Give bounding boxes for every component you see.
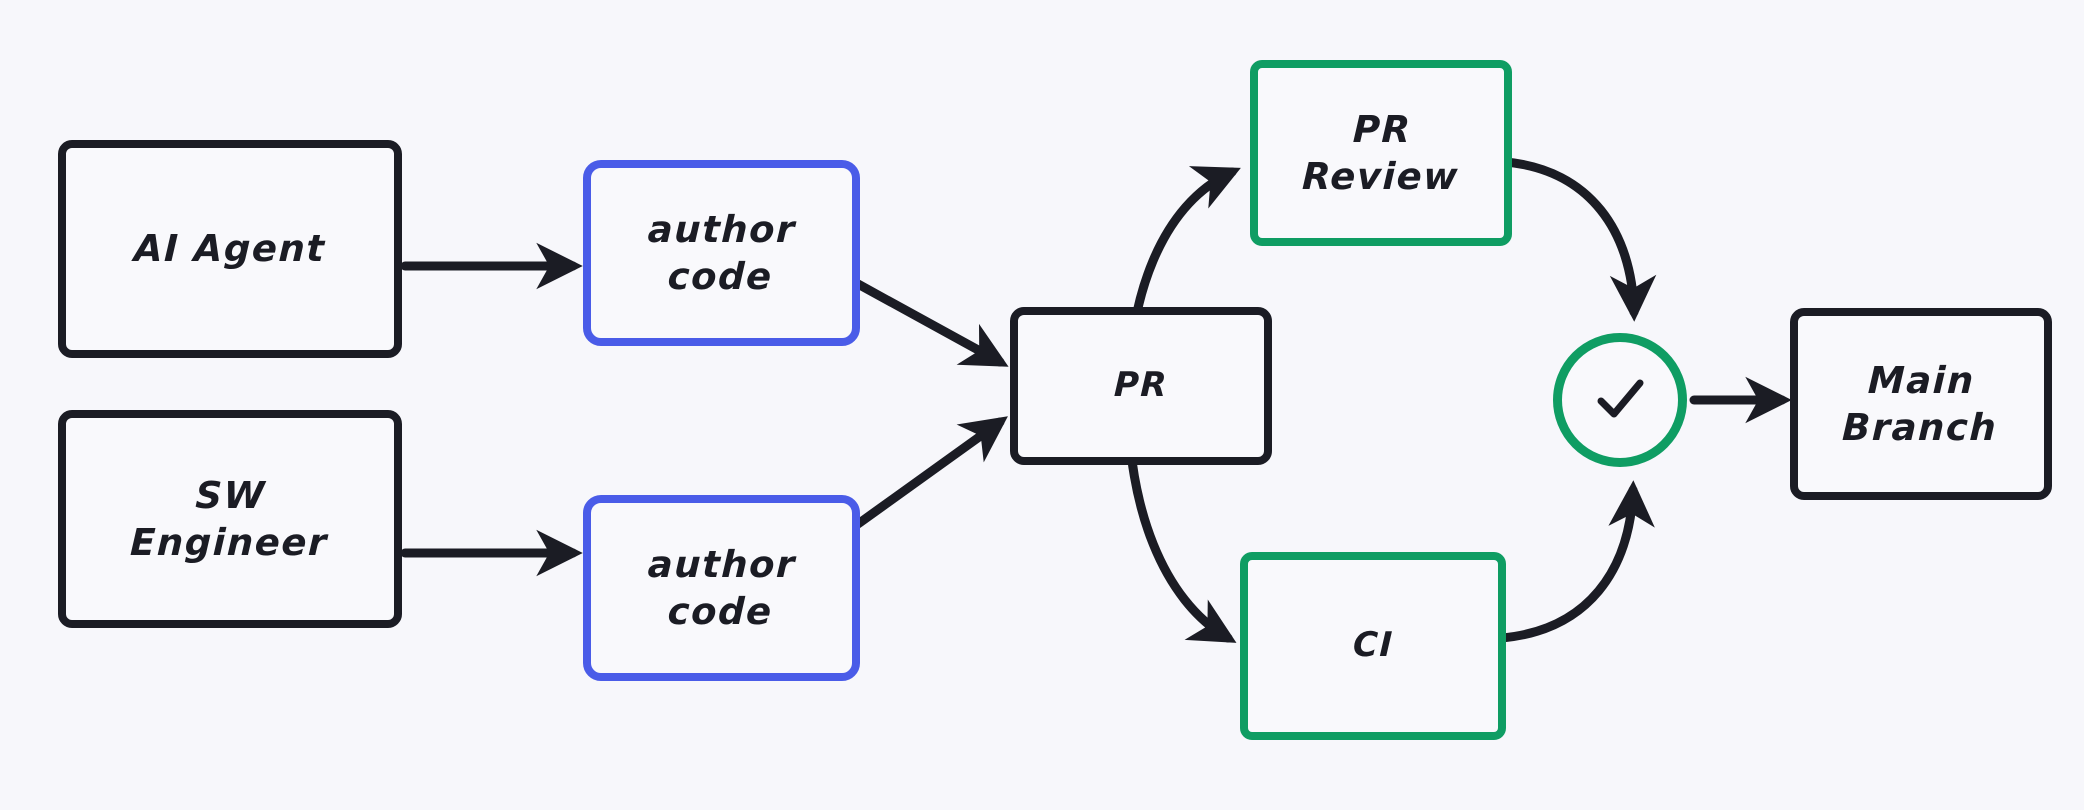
node-ai-agent[interactable]: AI Agent bbox=[58, 140, 402, 358]
node-main-branch[interactable]: Main Branch bbox=[1790, 308, 2052, 500]
edge-ci-to-check bbox=[1497, 480, 1655, 643]
edge-pr-review-to-check bbox=[1501, 157, 1657, 322]
node-author-code-top[interactable]: author code bbox=[583, 160, 860, 346]
node-ci-label: CI bbox=[1352, 625, 1395, 666]
node-pr-review-label: PR Review bbox=[1301, 107, 1460, 198]
node-pr[interactable]: PR bbox=[1010, 307, 1272, 465]
node-main-branch-label: Main Branch bbox=[1841, 358, 1999, 449]
edge-author-code-top-to-pr bbox=[853, 279, 1009, 367]
node-author-code-bottom[interactable]: author code bbox=[583, 495, 860, 681]
node-pr-label: PR bbox=[1113, 365, 1169, 406]
node-check-circle[interactable] bbox=[1553, 333, 1687, 467]
node-pr-review[interactable]: PR Review bbox=[1250, 60, 1512, 246]
node-ai-agent-label: AI Agent bbox=[133, 227, 327, 271]
check-icon bbox=[1597, 379, 1644, 418]
node-author-code-bottom-label: author code bbox=[647, 542, 798, 633]
edge-author-code-bottom-to-pr bbox=[853, 416, 1008, 529]
node-ci[interactable]: CI bbox=[1240, 552, 1506, 740]
node-author-code-top-label: author code bbox=[647, 207, 798, 298]
node-sw-engineer-label: SW Engineer bbox=[129, 473, 329, 564]
node-sw-engineer[interactable]: SW Engineer bbox=[58, 410, 402, 628]
